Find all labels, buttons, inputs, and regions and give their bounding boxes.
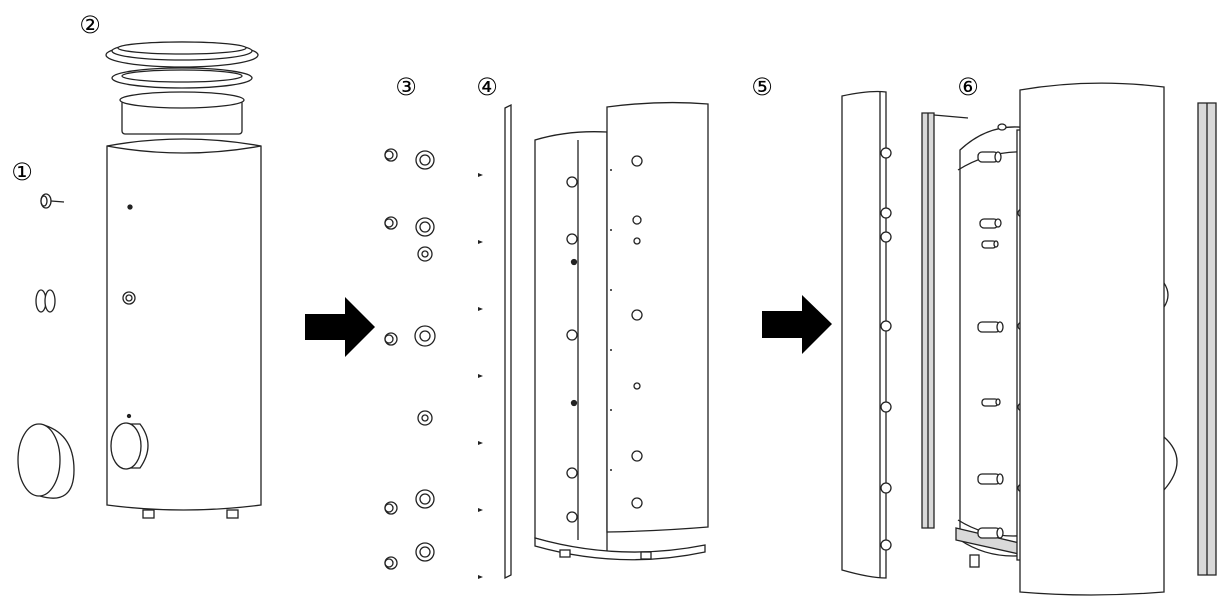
arrow-right-icon	[305, 297, 375, 357]
ring-seal	[415, 489, 435, 509]
step-label-1: ①	[11, 158, 33, 186]
tank-body	[106, 138, 262, 519]
step-label-2: ②	[79, 11, 101, 39]
ring-seal	[414, 325, 436, 347]
pipe-stub	[981, 398, 1001, 407]
step-label-6: ⑥	[957, 73, 979, 101]
ring-seal	[415, 217, 435, 237]
dome-cover-part	[17, 423, 75, 499]
step-1-group	[17, 41, 262, 519]
pipe-stub	[981, 240, 999, 249]
step-3-fittings	[384, 148, 436, 570]
clamp-rail-left	[921, 112, 969, 529]
step-6-jacket-sections	[841, 82, 1217, 596]
small-cap	[384, 332, 398, 346]
insulation-segment-left	[841, 90, 892, 579]
arrow-right-icon	[762, 295, 832, 354]
ring-seal	[415, 542, 435, 562]
small-cap	[384, 556, 398, 570]
pipe-stub	[977, 527, 1004, 539]
small-cap	[384, 216, 398, 230]
small-knob-part	[40, 193, 65, 209]
step-label-3: ③	[395, 73, 417, 101]
step-label-4: ④	[476, 73, 498, 101]
pin-markers	[478, 173, 483, 579]
lid-parts	[105, 41, 259, 135]
step-4-seam-strip	[478, 103, 512, 580]
small-cap	[384, 148, 398, 162]
ring-seal	[417, 410, 433, 426]
front-jacket-half	[1019, 82, 1178, 596]
small-cap	[384, 501, 398, 515]
pipe-stub	[977, 321, 1004, 333]
step-5-jacketed-tank	[534, 101, 709, 561]
clamp-rail-right	[1197, 102, 1217, 576]
pipe-stub	[979, 218, 1002, 229]
step-label-5: ⑤	[751, 73, 773, 101]
pipe-stub	[977, 151, 1002, 163]
pipe-stub	[977, 473, 1004, 485]
ring-seal	[417, 246, 433, 262]
ring-seal	[415, 150, 435, 170]
ring-part	[35, 289, 56, 313]
inner-tank-core	[955, 123, 1029, 568]
